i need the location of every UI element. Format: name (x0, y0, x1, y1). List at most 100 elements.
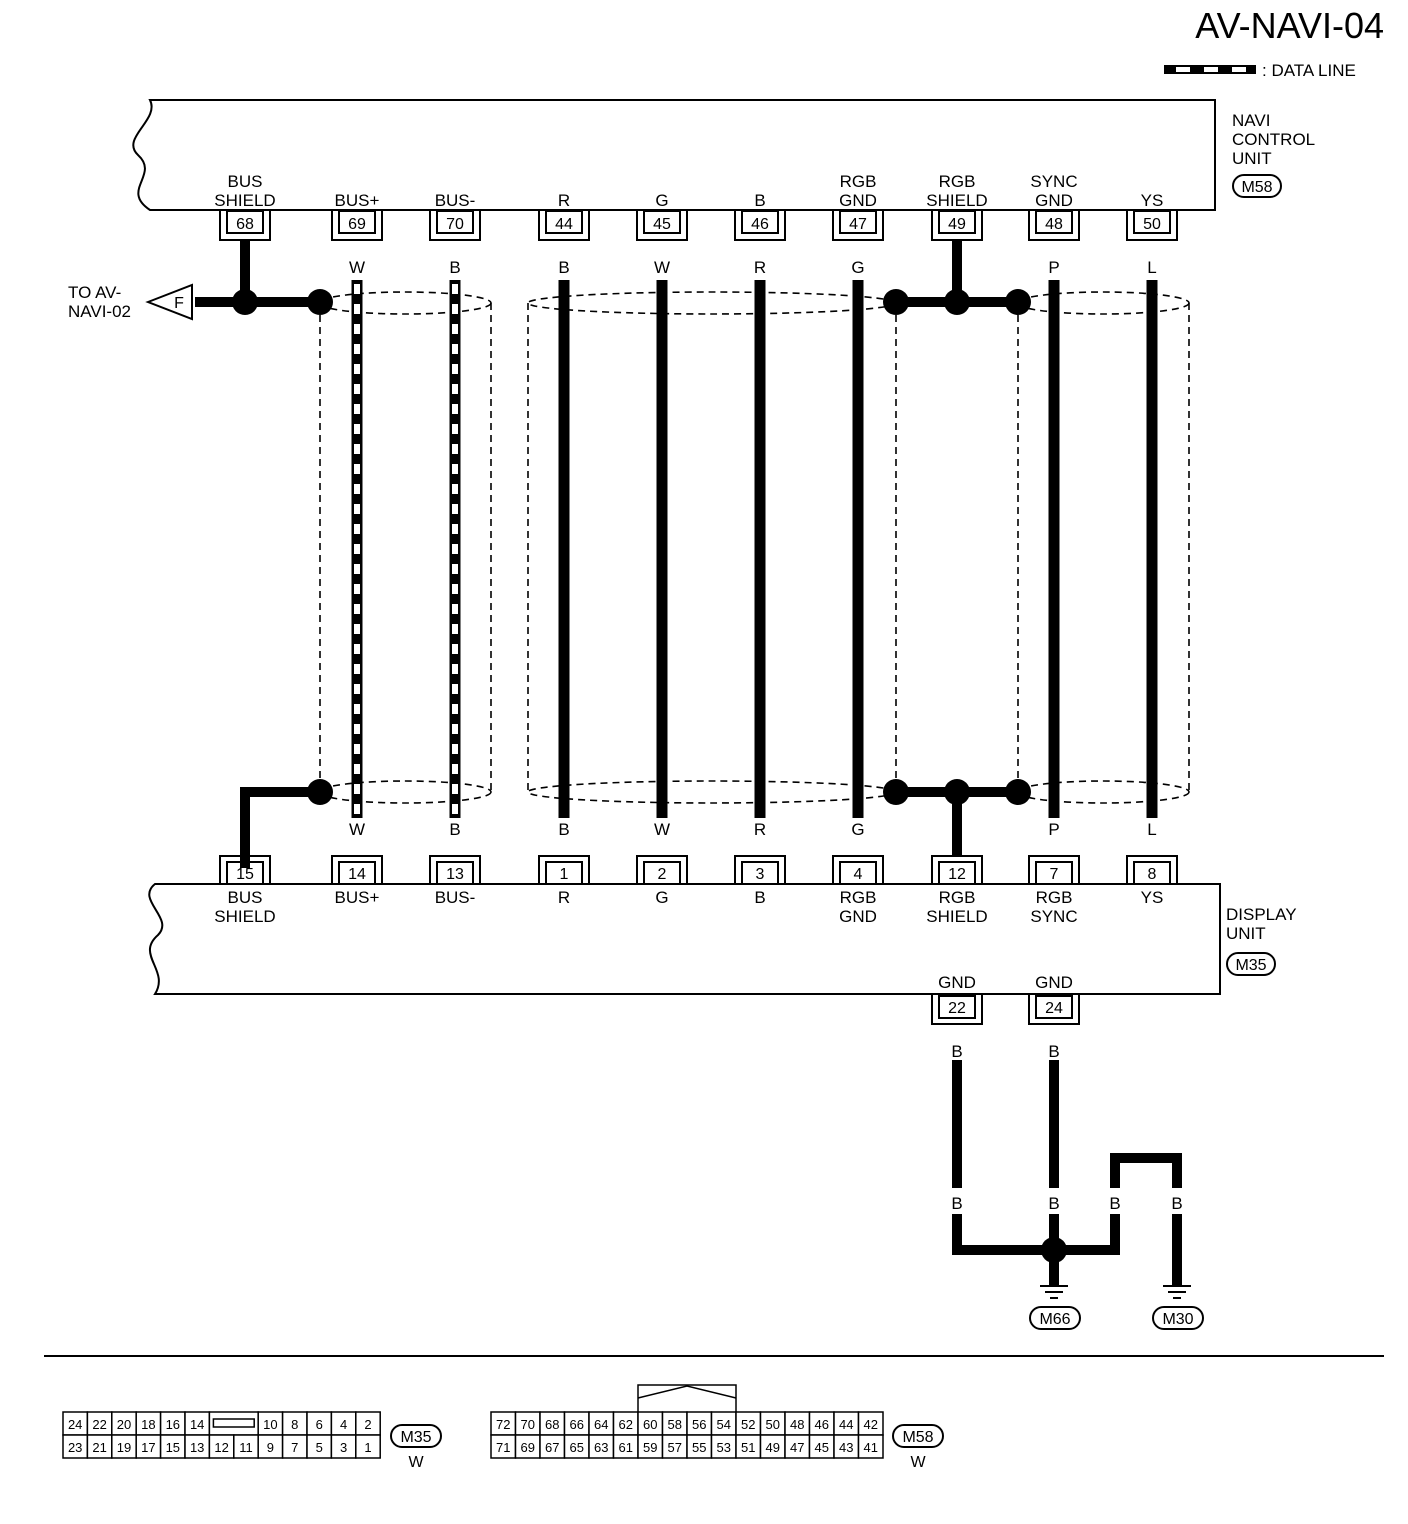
navi-pin-box-47 (839, 210, 877, 234)
ground-splice (1041, 1237, 1067, 1263)
navi-pin-number-47: 47 (849, 216, 867, 233)
connector-face-m35-pin-12: 12 (214, 1440, 228, 1455)
connector-face-m35-pin-7: 7 (291, 1440, 298, 1455)
navi-pin-box-49 (938, 210, 976, 234)
navi-pin-frame-47 (832, 210, 884, 241)
ground-wire-label-4: B (1171, 1194, 1182, 1213)
display-pin-label-14: BUS+ (335, 888, 380, 907)
offpage-text-line-2: NAVI-02 (68, 302, 131, 321)
display-pin-number-3: 3 (756, 866, 765, 883)
data-line-dash (452, 324, 458, 334)
connector-face-m58-pin-57: 57 (668, 1440, 682, 1455)
navi-wire-color-44: B (558, 258, 569, 277)
data-line-legend-label: : DATA LINE (1262, 61, 1356, 80)
data-line-dash (452, 584, 458, 594)
display-pin-label-8: YS (1141, 888, 1164, 907)
display-pin-box-13 (436, 861, 474, 885)
data-line-dash (354, 724, 360, 734)
navi-pin-number-48: 48 (1045, 216, 1063, 233)
display-pin-number-15: 15 (236, 866, 254, 883)
navi-pin-label-68: SHIELD (214, 191, 275, 210)
connector-face-m35-pin-20: 20 (117, 1417, 131, 1432)
navi-pin-box-70 (436, 210, 474, 234)
data-line-dash (452, 344, 458, 354)
navi-pin-label-50: YS (1141, 191, 1164, 210)
display-ground-frame-24 (1028, 994, 1080, 1025)
data-line-dash (354, 664, 360, 674)
data-line-dash (354, 684, 360, 694)
connector-face-m58-pin-64: 64 (594, 1417, 608, 1432)
navi-wire-color-45: W (654, 258, 670, 277)
ground-symbol-icon (1040, 1285, 1191, 1299)
connector-face-m58-pin-48: 48 (790, 1417, 804, 1432)
display-unit-box (148, 883, 1221, 995)
navi-pin-number-68: 68 (236, 216, 254, 233)
display-wire-color-14: W (349, 820, 365, 839)
data-line-dash (452, 484, 458, 494)
connector-face-m58-pin-58: 58 (668, 1417, 682, 1432)
data-line-dash (354, 464, 360, 474)
display-connector-id: M35 (1235, 957, 1266, 974)
data-line-dash (452, 604, 458, 614)
navi-pin-label-68: BUS (228, 172, 263, 191)
connector-face-m58-pin-52: 52 (741, 1417, 755, 1432)
connector-face-m58-pin-51: 51 (741, 1440, 755, 1455)
navi-wire-color-48: P (1048, 258, 1059, 277)
offpage-text-line-1: TO AV- (68, 283, 121, 302)
data-line-dash (354, 764, 360, 774)
connector-face-m35-pin-13: 13 (190, 1440, 204, 1455)
navi-pin-number-50: 50 (1143, 216, 1161, 233)
connector-face-m58-pin-49: 49 (766, 1440, 780, 1455)
navi-pin-box-50 (1133, 210, 1171, 234)
data-line-dash (452, 764, 458, 774)
data-line-dash (354, 364, 360, 374)
display-pin-frame-8 (1126, 855, 1178, 884)
display-ground-box-24 (1035, 995, 1073, 1019)
navi-pin-label-69: BUS+ (335, 191, 380, 210)
connector-face-m35-cell (355, 1434, 381, 1459)
data-line-dash (452, 524, 458, 534)
display-pin-number-2: 2 (658, 866, 667, 883)
ground-badge-m30 (1152, 1306, 1204, 1330)
data-line-dash (452, 624, 458, 634)
ground-badge-m66 (1029, 1306, 1081, 1330)
display-ground-wire-color-24: B (1048, 1042, 1059, 1061)
data-line-dash (452, 544, 458, 554)
connector-face-m58-pin-54: 54 (717, 1417, 731, 1432)
offpage-arrow (145, 283, 193, 321)
navi-wire-color-46: R (754, 258, 766, 277)
display-pin-box-4 (839, 861, 877, 885)
navi-pin-box-69 (338, 210, 376, 234)
navi-pin-box-46 (741, 210, 779, 234)
connector-face-m35-pin-18: 18 (141, 1417, 155, 1432)
data-line-dash (452, 704, 458, 714)
connector-face-m58-pin-44: 44 (839, 1417, 853, 1432)
display-pin-label-13: BUS- (435, 888, 476, 907)
data-line-dash (452, 284, 458, 294)
display-pin-frame-4 (832, 855, 884, 884)
data-line-dash (354, 404, 360, 414)
display-pin-number-8: 8 (1148, 866, 1157, 883)
connector-face-m35-pin-3: 3 (340, 1440, 347, 1455)
data-line-dash (354, 504, 360, 514)
navi-pin-box-45 (643, 210, 681, 234)
page-title: AV-NAVI-04 (1195, 5, 1384, 46)
display-pin-number-1: 1 (560, 866, 569, 883)
data-line-dash (354, 344, 360, 354)
display-ground-number-24: 24 (1045, 1000, 1063, 1017)
connector-face-m35-pin-6: 6 (316, 1417, 323, 1432)
connector-face-m58-pin-56: 56 (692, 1417, 706, 1432)
ground-wire-label-2: B (1048, 1194, 1059, 1213)
navi-pin-label-46: B (754, 191, 765, 210)
display-pin-frame-7 (1028, 855, 1080, 884)
data-line-dash (354, 644, 360, 654)
display-pin-box-12 (938, 861, 976, 885)
navi-pin-label-70: BUS- (435, 191, 476, 210)
navi-pin-label-49: SHIELD (926, 191, 987, 210)
ground-id-m30: M30 (1162, 1311, 1193, 1328)
navi-control-unit-box (132, 99, 1216, 211)
data-line-dash (452, 684, 458, 694)
data-line-dash (452, 664, 458, 674)
display-pin-label-12: RGB (939, 888, 976, 907)
display-pin-label-15: BUS (228, 888, 263, 907)
